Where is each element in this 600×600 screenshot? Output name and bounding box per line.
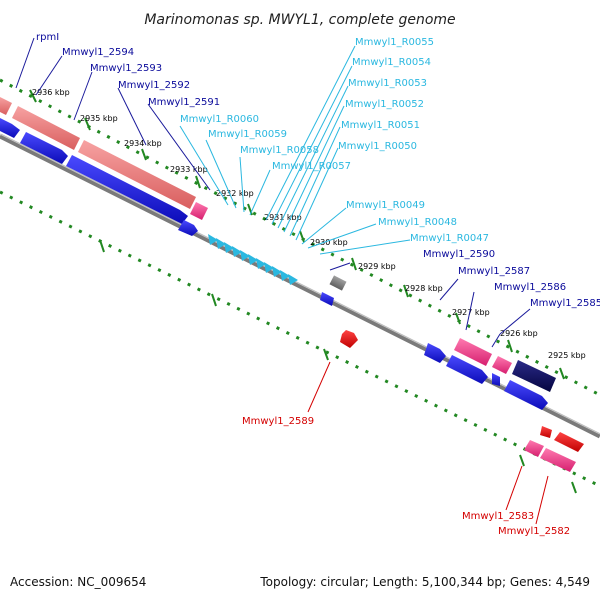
label-2585[interactable]: Mmwyl1_2585 bbox=[530, 298, 600, 309]
kbp-label: 2926 kbp bbox=[500, 329, 538, 338]
label-R0053[interactable]: Mmwyl1_R0053 bbox=[348, 78, 427, 89]
label-R0057[interactable]: Mmwyl1_R0057 bbox=[272, 161, 351, 172]
gene-cluster-lower-right bbox=[524, 426, 584, 472]
scale-track-upper bbox=[0, 78, 600, 397]
label-R0055[interactable]: Mmwyl1_R0055 bbox=[355, 37, 434, 48]
gene-2593[interactable] bbox=[66, 155, 188, 224]
label-2591[interactable]: Mmwyl1_2591 bbox=[148, 97, 220, 108]
kbp-label: 2928 kbp bbox=[405, 284, 443, 293]
label-R0052[interactable]: Mmwyl1_R0052 bbox=[345, 99, 424, 110]
gene-2594[interactable] bbox=[20, 132, 68, 164]
label-R0050[interactable]: Mmwyl1_R0050 bbox=[338, 141, 417, 152]
gene-cluster-right bbox=[424, 338, 556, 410]
scale-track-lower bbox=[0, 190, 600, 488]
label-2593[interactable]: Mmwyl1_2593 bbox=[90, 63, 162, 74]
label-R0059[interactable]: Mmwyl1_R0059 bbox=[208, 129, 287, 140]
gene-2591[interactable] bbox=[178, 220, 198, 236]
major-ticks bbox=[29, 89, 577, 494]
label-2582[interactable]: Mmwyl1_2582 bbox=[498, 526, 570, 537]
label-R0049[interactable]: Mmwyl1_R0049 bbox=[346, 200, 425, 211]
kbp-label: 2925 kbp bbox=[548, 351, 586, 360]
pseudo-feature-band bbox=[0, 97, 208, 220]
label-R0058[interactable]: Mmwyl1_R0058 bbox=[240, 145, 319, 156]
label-R0048[interactable]: Mmwyl1_R0048 bbox=[378, 217, 457, 228]
label-2583[interactable]: Mmwyl1_2583 bbox=[462, 511, 534, 522]
gene-small-blue[interactable] bbox=[320, 292, 334, 306]
kbp-scale-labels: 2936 kbp 2935 kbp 2934 kbp 2933 kbp 2932… bbox=[32, 88, 586, 360]
kbp-label: 2934 kbp bbox=[124, 139, 162, 148]
label-2590[interactable]: Mmwyl1_2590 bbox=[423, 249, 495, 260]
accession-text: Accession: NC_009654 bbox=[10, 575, 146, 589]
leader-lines-cds bbox=[15, 37, 531, 348]
label-R0047[interactable]: Mmwyl1_R0047 bbox=[410, 233, 489, 244]
trna-cluster bbox=[208, 234, 298, 285]
cds-forward-track bbox=[0, 118, 198, 236]
kbp-label: 2936 kbp bbox=[32, 88, 70, 97]
gene-rpmI[interactable] bbox=[0, 118, 20, 138]
kbp-label: 2932 kbp bbox=[216, 189, 254, 198]
kbp-label: 2929 kbp bbox=[358, 262, 396, 271]
kbp-label: 2933 kbp bbox=[170, 165, 208, 174]
label-rpmI[interactable]: rpmI bbox=[36, 32, 59, 43]
label-R0054[interactable]: Mmwyl1_R0054 bbox=[352, 57, 431, 68]
gene-2590-box[interactable] bbox=[329, 275, 347, 291]
label-2592[interactable]: Mmwyl1_2592 bbox=[118, 80, 190, 91]
kbp-label: 2935 kbp bbox=[80, 114, 118, 123]
kbp-label: 2930 kbp bbox=[310, 238, 348, 247]
label-R0051[interactable]: Mmwyl1_R0051 bbox=[341, 120, 420, 131]
gene-labels-lower: Mmwyl1_2589 Mmwyl1_2583 Mmwyl1_2582 bbox=[242, 416, 570, 537]
leader-lines-rna bbox=[179, 45, 411, 255]
label-2594[interactable]: Mmwyl1_2594 bbox=[62, 47, 134, 58]
label-2586[interactable]: Mmwyl1_2586 bbox=[494, 282, 566, 293]
topology-summary: Topology: circular; Length: 5,100,344 bp… bbox=[259, 575, 590, 589]
leader-lines-reverse bbox=[307, 361, 549, 525]
label-2589[interactable]: Mmwyl1_2589 bbox=[242, 416, 314, 427]
map-title: Marinomonas sp. MWYL1, complete genome bbox=[144, 12, 455, 28]
kbp-label: 2927 kbp bbox=[452, 308, 490, 317]
gene-labels-upper: rpmI Mmwyl1_2594 Mmwyl1_2593 Mmwyl1_2592… bbox=[36, 32, 600, 309]
gene-2589-shape[interactable] bbox=[340, 330, 358, 348]
label-R0060[interactable]: Mmwyl1_R0060 bbox=[180, 114, 259, 125]
label-2587[interactable]: Mmwyl1_2587 bbox=[458, 266, 530, 277]
